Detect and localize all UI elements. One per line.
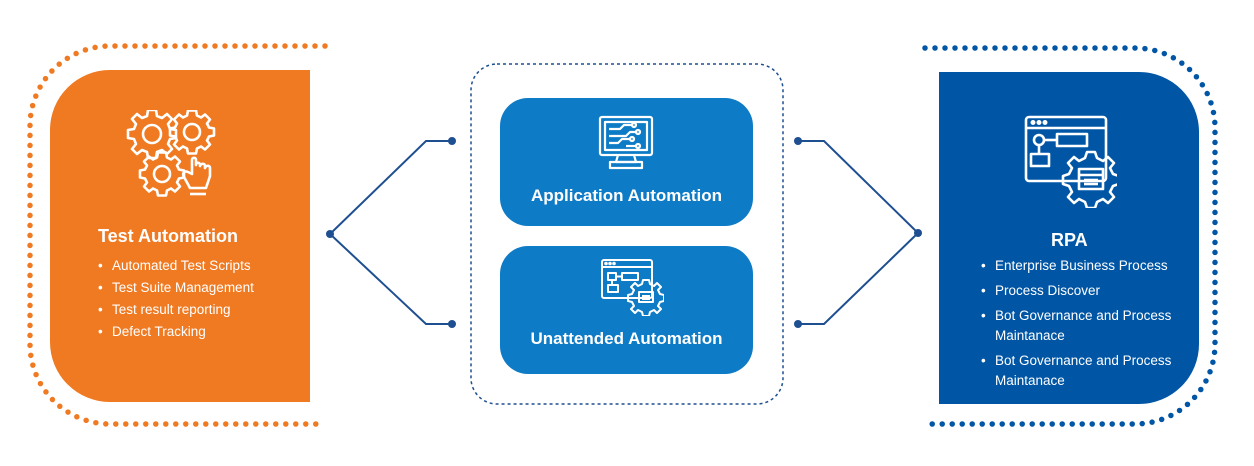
unattended-automation-card: Unattended Automation xyxy=(500,246,753,374)
application-automation-label: Application Automation xyxy=(530,186,723,205)
list-item: Process Discover xyxy=(981,281,1191,301)
list-item: Defect Tracking xyxy=(98,324,254,339)
right-dotted-outline xyxy=(922,45,1218,427)
test-automation-panel: Test Automation Automated Test Scripts T… xyxy=(50,70,310,402)
left-connector xyxy=(328,140,452,325)
right-connector-dot-mid xyxy=(914,229,922,237)
list-item: Bot Governance and Process Maintanace xyxy=(981,306,1191,346)
list-item: Automated Test Scripts xyxy=(98,258,254,273)
gears-hand-icon xyxy=(126,110,216,197)
left-connector-dot-bottom xyxy=(448,320,456,328)
rpa-list: Enterprise Business Process Process Disc… xyxy=(981,256,1191,396)
monitor-circuit-icon xyxy=(598,115,654,170)
middle-dashed-frame xyxy=(470,63,784,405)
application-automation-card: Application Automation xyxy=(500,98,753,226)
list-item: Test result reporting xyxy=(98,302,254,317)
test-automation-title: Test Automation xyxy=(98,226,238,246)
right-connector-dot-bottom xyxy=(794,320,802,328)
list-item: Test Suite Management xyxy=(98,280,254,295)
browser-gear-icon xyxy=(601,259,664,316)
left-connector-dot-mid xyxy=(326,230,334,238)
browser-gear-icon xyxy=(1024,115,1117,208)
rpa-panel: RPA Enterprise Business Process Process … xyxy=(939,72,1199,404)
left-connector-dot-top xyxy=(448,137,456,145)
list-item: Enterprise Business Process xyxy=(981,256,1191,276)
unattended-automation-label: Unattended Automation xyxy=(530,329,723,348)
right-connector-dot-top xyxy=(794,137,802,145)
right-connector xyxy=(798,140,920,325)
list-item: Bot Governance and Process Maintanace xyxy=(981,351,1191,391)
left-dotted-outline xyxy=(27,43,328,427)
rpa-title: RPA xyxy=(1051,230,1088,250)
test-automation-list: Automated Test Scripts Test Suite Manage… xyxy=(98,258,254,346)
